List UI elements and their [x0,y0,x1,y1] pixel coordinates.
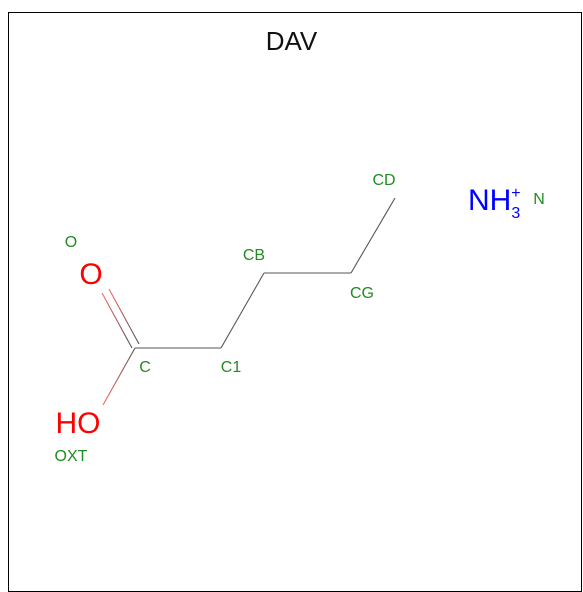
diagram-frame [8,12,582,592]
atom-name-c: C [139,359,151,376]
bond-c-oxt [102,347,136,406]
element-nh: NH [468,184,511,217]
atom-name-o: O [65,234,77,251]
bond-c-o-2 [108,288,140,345]
element-o: O [79,258,102,291]
atom-name-cb: CB [243,247,265,264]
element-nh-charge: + [511,185,520,202]
element-ho: HO [56,407,101,440]
bond-c1-cb [220,272,265,349]
molecule-title: DAV [265,26,318,56]
bond-c-o-1 [101,292,133,349]
atom-name-cg: CG [350,285,374,302]
atom-name-oxt: OXT [55,448,88,465]
atom-name-cd: CD [372,172,395,189]
element-nh-subscript: 3 [511,205,520,222]
atom-names: O C OXT C1 CB CG CD N [55,172,545,465]
atom-name-c1: C1 [221,359,242,376]
element-nh3: NH3 + [468,184,521,222]
bonds [101,197,462,406]
bond-cg-cd [350,197,396,274]
atom-name-n: N [533,191,545,208]
